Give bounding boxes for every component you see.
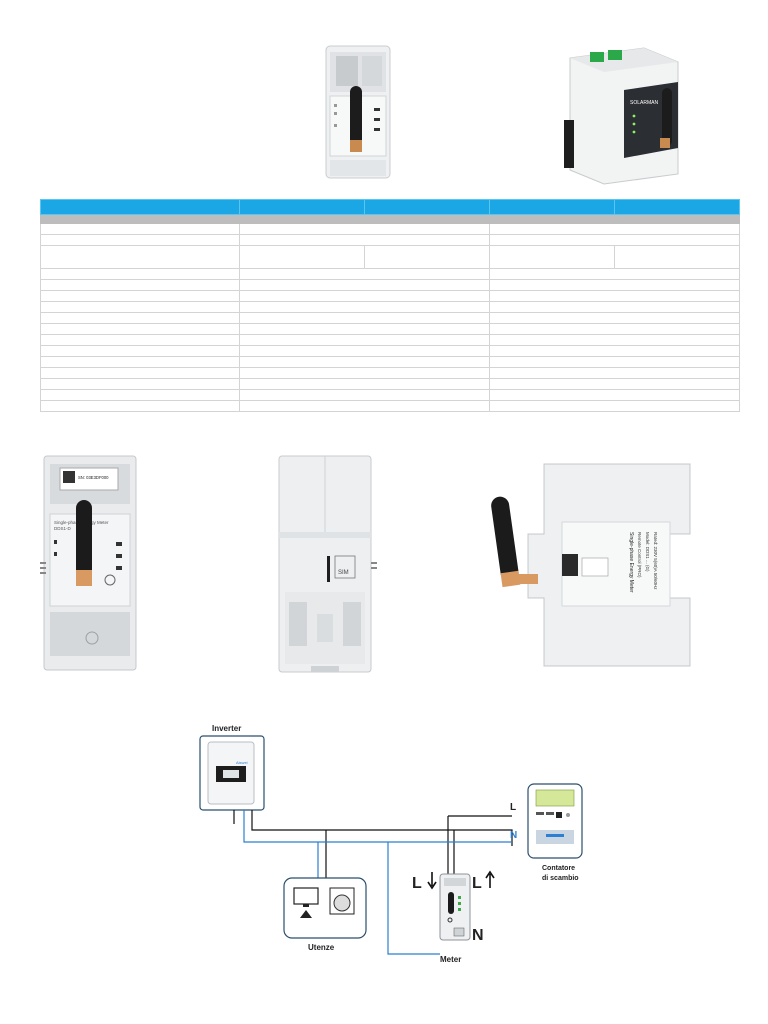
table-row [40, 367, 740, 379]
meter-l-in-label: L [412, 875, 422, 892]
tv-icon [293, 887, 319, 905]
lamp-icon [300, 910, 312, 918]
table-row [40, 312, 740, 324]
meter-front-photo: SN: 03E3DF000 Single-phase Energy Meter … [40, 455, 137, 671]
table-row [40, 245, 740, 269]
meter-back-photo: SIM [278, 455, 377, 673]
solarman-brand-text: SOLARMAN [630, 100, 658, 106]
side-label-line1: Single-phase Energy Meter [628, 532, 634, 593]
meter-device [439, 873, 471, 941]
meter-photo-transparent [325, 45, 391, 179]
table-section-row [40, 214, 740, 224]
table-row [40, 301, 740, 313]
contatore-label-1: Contatore [542, 865, 575, 872]
line-label: L [510, 802, 516, 813]
table-row [40, 378, 740, 390]
arrow-up-icon [485, 870, 495, 888]
table-row [40, 345, 740, 357]
side-label-line3: Model: DDS1 ... (G) [645, 532, 650, 572]
table-row [40, 268, 740, 280]
table-row [40, 389, 740, 401]
contatore-label-2: di scambio [542, 875, 579, 882]
spec-table [40, 199, 740, 412]
table-row [40, 290, 740, 302]
front-sn-text: SN: 03E3DF000 [78, 475, 109, 480]
table-row [40, 234, 740, 246]
meter-label: Meter [440, 955, 461, 964]
meter-l-out-label: L [472, 875, 482, 892]
side-label-line4: Rated: 230V 5(60)A 50/60Hz [653, 532, 658, 590]
utenze-label: Utenze [308, 943, 335, 952]
header-cell [489, 199, 615, 215]
neutral-label: N [510, 830, 517, 841]
table-row [40, 323, 740, 335]
side-label-line2: Remote Control (PRO) [637, 532, 642, 578]
inverter-brand: Aiswei [236, 760, 248, 765]
header-cell [614, 199, 740, 215]
header-cell [239, 199, 365, 215]
front-model-line2: DDS1-D [54, 526, 72, 531]
table-row [40, 334, 740, 346]
table-row [40, 223, 740, 235]
header-cell [40, 199, 240, 215]
meter-n-label: N [472, 927, 484, 944]
table-header-row [40, 199, 740, 215]
sim-slot-marker: SIM [338, 570, 349, 576]
inverter-label: Inverter [212, 724, 241, 733]
wiring-diagram: Inverter Aiswei L N Contatore di scambio… [199, 724, 583, 964]
table-row [40, 400, 740, 412]
table-row [40, 356, 740, 368]
header-cell [364, 199, 490, 215]
meter-side-photo: Single-phase Energy Meter Remote Control… [491, 463, 691, 667]
arrow-down-icon [427, 872, 437, 890]
table-row [40, 279, 740, 291]
meter-photo-solarman: SOLARMAN [564, 47, 679, 185]
